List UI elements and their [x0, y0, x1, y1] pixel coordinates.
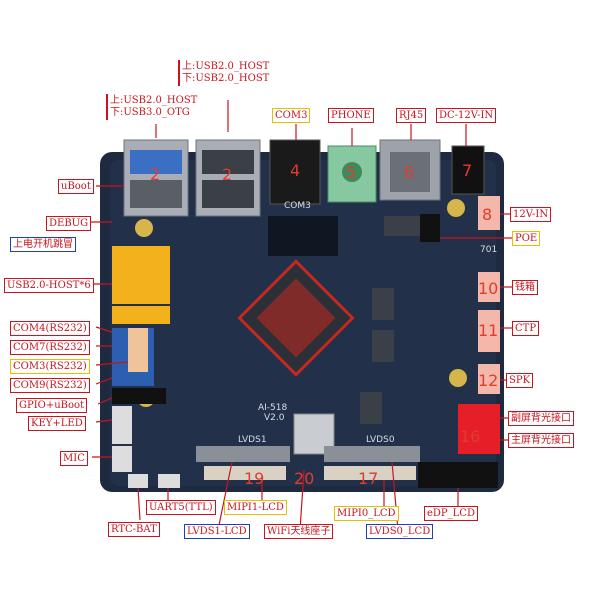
silk-701: 701: [480, 245, 497, 255]
poe-connector: [420, 214, 440, 242]
com3-db-connector: [269, 139, 321, 205]
uart5-connector: [158, 474, 180, 488]
ctp-connector: [478, 310, 500, 352]
label-power-jumper: 上电开机跳冒: [10, 237, 76, 252]
label-mic: MIC: [60, 451, 88, 466]
silk-lvds0: LVDS0: [366, 435, 395, 445]
dc-jack-connector: [451, 145, 485, 195]
mount-hole-lower: [449, 369, 467, 387]
label-main-backlight: 主屏背光接口: [508, 433, 574, 448]
edp-connector: [418, 462, 498, 488]
label-usb-top-right: 上:USB2.0_HOST 下:USB2.0_HOST: [178, 60, 271, 86]
label-12v-in: 12V-IN: [510, 207, 552, 222]
num-6: 6: [404, 163, 414, 182]
label-rj45: RJ45: [396, 108, 427, 123]
num-2b: 2: [222, 165, 232, 184]
usb-connector-right: [195, 139, 261, 217]
label-lvds0-lcd: LVDS0_LCD: [366, 524, 434, 539]
num-10: 10: [478, 279, 498, 298]
memory-chip-a: [372, 288, 394, 320]
label-com3: COM3(RS232): [10, 359, 90, 374]
label-lvds1-lcd: LVDS1-LCD: [184, 524, 250, 539]
label-com4: COM4(RS232): [10, 321, 90, 336]
spk-connector: [478, 364, 500, 394]
num-11: 11: [478, 321, 498, 340]
label-spk: SPK: [506, 373, 534, 388]
label-rtc-bat: RTC-BAT: [108, 522, 160, 537]
label-edp-lcd: eDP_LCD: [424, 506, 478, 521]
mic-connector: [112, 446, 132, 472]
usb-connector-left: [123, 139, 189, 217]
component-numbers: 2 2 4 5 6 7 8 10 11 12 16 17 19 20: [150, 161, 498, 488]
num-17: 17: [358, 469, 378, 488]
num-2a: 2: [150, 165, 160, 184]
label-com9: COM9(RS232): [10, 378, 90, 393]
silk-lvds1: LVDS1: [238, 435, 267, 445]
mipi1-fpc: [204, 466, 286, 480]
num-16: 16: [460, 427, 480, 446]
label-com3-top: COM3: [272, 108, 311, 123]
usb-host-headers: [112, 246, 170, 324]
mount-hole-left: [135, 219, 153, 237]
label-uart5: UART5(TTL): [146, 500, 216, 515]
gpio-header: [112, 388, 166, 404]
label-uboot: uBoot: [58, 179, 94, 194]
memory-chip-b: [372, 330, 394, 362]
label-dc12v-in: DC-12V-IN: [436, 108, 497, 123]
rtc-connector: [128, 474, 148, 488]
cash-box-connector: [478, 272, 500, 302]
label-usb-host6: USB2.0-HOST*6: [4, 278, 94, 293]
com3-pin-header: [128, 328, 148, 372]
label-com7: COM7(RS232): [10, 340, 90, 355]
label-mipi1-lcd: MIPI1-LCD: [224, 500, 287, 515]
mount-hole-right: [447, 199, 465, 217]
lvds0-connector: [324, 446, 420, 462]
num-7: 7: [462, 161, 472, 180]
phone-jack-hole: [342, 162, 362, 182]
label-sub-backlight: 副屏背光接口: [508, 411, 574, 426]
label-usb-top-left: 上:USB2.0_HOST 下:USB3.0_OTG: [106, 94, 199, 120]
silk-version: V2.0: [264, 413, 285, 423]
key-led-connector: [112, 406, 132, 444]
label-gpio-uboot: GPIO+uBoot: [16, 398, 88, 413]
num-20: 20: [294, 469, 314, 488]
label-key-led: KEY+LED: [28, 416, 86, 431]
label-debug: DEBUG: [46, 216, 92, 231]
silkscreen: AI-518 V2.0 LVDS1 LVDS0 701 COM3: [238, 201, 497, 445]
label-cash-box: 钱箱: [512, 280, 538, 295]
num-4: 4: [290, 161, 300, 180]
silk-model: AI-518: [258, 403, 288, 413]
num-19: 19: [244, 469, 264, 488]
label-poe: POE: [512, 231, 541, 246]
cpu-heatsink-area: [268, 216, 338, 256]
label-ctp: CTP: [512, 321, 540, 336]
12v-in-connector: [478, 196, 500, 230]
memory-chip-c: [360, 392, 382, 424]
backlight-connectors: [458, 404, 500, 454]
label-wifi-antenna: WiFi天线座子: [264, 524, 334, 539]
label-phone: PHONE: [328, 108, 374, 123]
num-5: 5: [346, 163, 356, 182]
rj45-port: [390, 152, 430, 192]
silk-com3: COM3: [284, 201, 311, 211]
cpu-chip: [237, 259, 355, 377]
label-mipi0-lcd: MIPI0_LCD: [334, 506, 399, 521]
num-8: 8: [482, 205, 492, 224]
num-12: 12: [478, 371, 498, 390]
lvds1-connector: [196, 446, 290, 462]
pmic-chip: [384, 216, 420, 236]
